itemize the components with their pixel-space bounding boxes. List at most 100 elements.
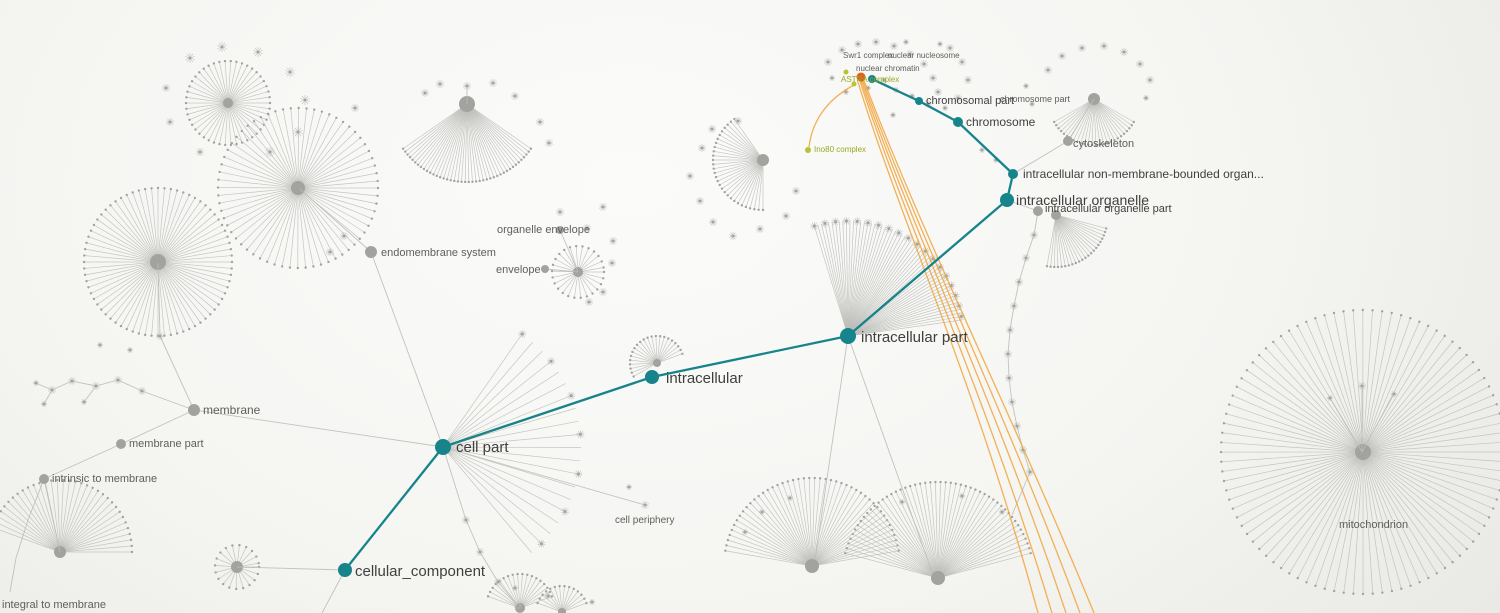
term-label[interactable]: Swr1 complex [843,51,893,60]
cluster-center-node[interactable] [291,181,305,195]
star-node [1146,75,1154,85]
cluster-center-node[interactable] [805,559,819,573]
star-node [545,138,553,148]
cluster-center-node[interactable] [757,154,769,166]
graph-node[interactable] [541,265,549,273]
graph-node[interactable] [188,404,200,416]
star-node [899,498,905,506]
term-label[interactable]: intrinsic to membrane [52,473,157,485]
star-node [166,117,174,127]
term-label[interactable]: intracellular organelle [1016,192,1149,208]
term-label[interactable]: membrane [203,403,261,417]
graph-node-highlighted[interactable] [840,328,856,344]
star-node [937,40,943,48]
term-label[interactable]: nuclear chromatin [856,64,920,73]
term-label[interactable]: cytoskeleton [1073,138,1134,150]
term-label[interactable]: organelle envelope [497,224,590,236]
cluster-center-node[interactable] [1051,210,1061,220]
graph-node[interactable] [116,439,126,449]
graph-edge [442,446,646,506]
graph-edge [159,335,195,411]
graph-edge [141,390,195,411]
term-label[interactable]: cell periphery [615,515,674,526]
graph-node-highlighted[interactable] [915,97,923,105]
graph-node[interactable] [1033,206,1043,216]
star-node [1015,277,1023,287]
highlight-node-green[interactable] [851,81,857,87]
graph-edge [1013,281,1020,307]
selected-node-orange[interactable] [856,72,866,82]
star-node [696,196,704,206]
star-node [954,93,962,103]
star-node [734,116,742,126]
cluster-center-node[interactable] [558,608,566,613]
cluster-center-node[interactable] [223,98,233,108]
highlight-edge-orange [859,80,1053,613]
graph-edge [1361,393,1395,453]
graph-node-highlighted[interactable] [645,370,659,384]
star-node [756,224,764,234]
graph-node[interactable] [556,226,564,234]
term-label[interactable]: intracellular organelle part [1045,203,1172,215]
graph-node-highlighted[interactable] [953,117,963,127]
star-node [514,601,522,611]
star-node [489,78,497,88]
term-label[interactable]: cellular_component [355,563,486,580]
star-node [854,39,862,49]
star-node [518,329,527,338]
cluster-center-node[interactable] [931,571,945,585]
term-label[interactable]: cell part [456,439,509,456]
graph-edge [117,379,143,392]
term-label[interactable]: envelope [496,264,541,276]
cluster-center-node[interactable] [150,254,166,270]
term-label[interactable]: ASTRA complex [841,75,899,84]
term-label[interactable]: membrane part [129,438,204,450]
star-node [890,111,896,119]
graph-edge [1018,257,1027,283]
term-label[interactable]: integral to membrane [2,599,106,611]
term-label[interactable]: intracellular part [861,329,969,346]
graph-node-highlighted[interactable] [1000,193,1014,207]
fan-cluster [442,329,585,553]
graph-node-highlighted[interactable] [338,563,352,577]
star-node [114,375,122,385]
term-label[interactable]: Ino80 complex [814,145,866,154]
graph-node-highlighted[interactable] [435,439,451,455]
term-label[interactable]: mitochondrion [1339,519,1408,531]
graph-node[interactable] [365,246,377,258]
term-label[interactable]: endomembrane system [381,247,496,259]
graph-node[interactable] [1063,136,1073,146]
star-node [1100,41,1108,51]
fan-cluster [216,106,380,270]
star-node [906,49,914,59]
term-label[interactable]: intracellular [666,370,743,387]
graph-edge [1007,329,1011,355]
highlight-node-green[interactable] [805,147,811,153]
star-node [574,470,583,479]
star-node [934,87,942,97]
cluster-center-node[interactable] [1355,444,1371,460]
term-label[interactable]: chromosome part [1000,94,1071,104]
term-label[interactable]: intracellular non-membrane-bounded organ… [1023,167,1264,181]
graph-node-highlighted[interactable] [1008,169,1018,179]
star-node [920,59,928,69]
highlight-node-green[interactable] [843,69,849,75]
graph-node-highlighted[interactable] [868,75,876,83]
graph-edge [157,262,161,337]
graph-edge [35,382,53,391]
cluster-center-node[interactable] [653,359,661,367]
star-node [421,88,429,98]
term-label[interactable]: nuclear nucleosome [888,51,960,60]
star-node [1010,301,1018,311]
layer-stars [33,37,1397,611]
star-node [838,45,846,55]
graph-edge [370,251,444,448]
star-node [792,186,800,196]
star-node [787,494,793,502]
graph-node[interactable] [39,474,49,484]
term-label[interactable]: chromosomal part [926,95,1014,107]
term-label[interactable]: chromosome [966,115,1036,129]
